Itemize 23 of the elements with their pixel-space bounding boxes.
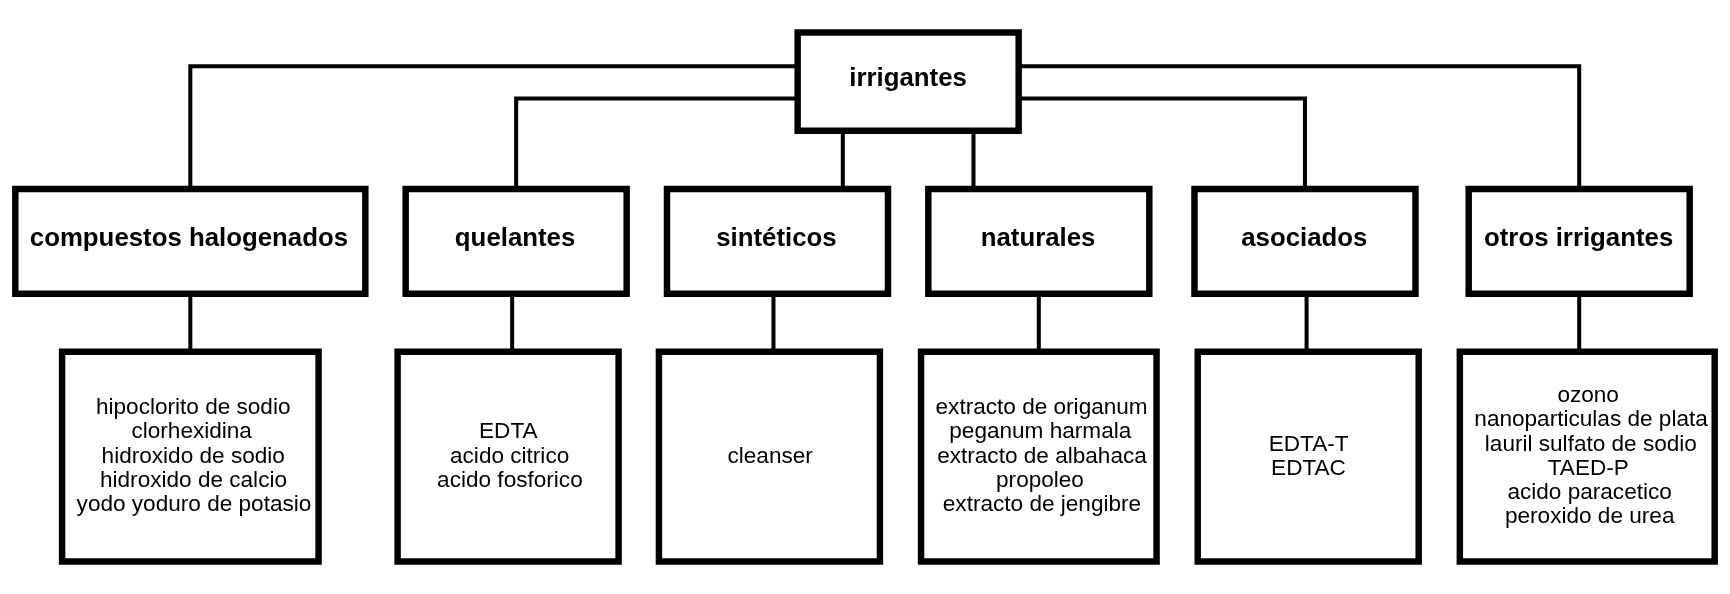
node-box: asociados [1191,185,1419,297]
connector [1018,64,1582,189]
connector [1577,294,1582,352]
connector [1036,294,1041,352]
node-box: ozono nanoparticulas de plata lauril sulfato de sodio TAED-P acido paracetico peroxido de urea [1456,348,1718,565]
connector [1304,294,1309,352]
node-box: naturales [925,185,1153,297]
node-box: cleanser [655,348,884,565]
node-box: irrigantes [794,29,1022,135]
connector [1018,96,1307,189]
node-box: EDTA-T EDTAC [1194,348,1422,565]
connector [188,294,193,352]
node-box: extracto de origanum peganum harmala extracto de albahaca propoleo extracto de jengibre [917,348,1160,565]
connector [510,294,515,352]
node-box: quelantes [402,185,630,297]
node-box: compuestos halogenados [12,185,369,297]
connector [771,294,776,352]
node-box: EDTA acido citrico acido fosforico [394,348,622,565]
connector [188,64,798,189]
node-box: sintéticos [663,185,892,297]
node-box: otros irrigantes [1465,185,1693,297]
connector [514,96,798,189]
node-box: hipoclorito de sodio clorhexidina hidroxido de sodio hidroxido de calcio yodo yoduro de potasio [58,348,322,565]
